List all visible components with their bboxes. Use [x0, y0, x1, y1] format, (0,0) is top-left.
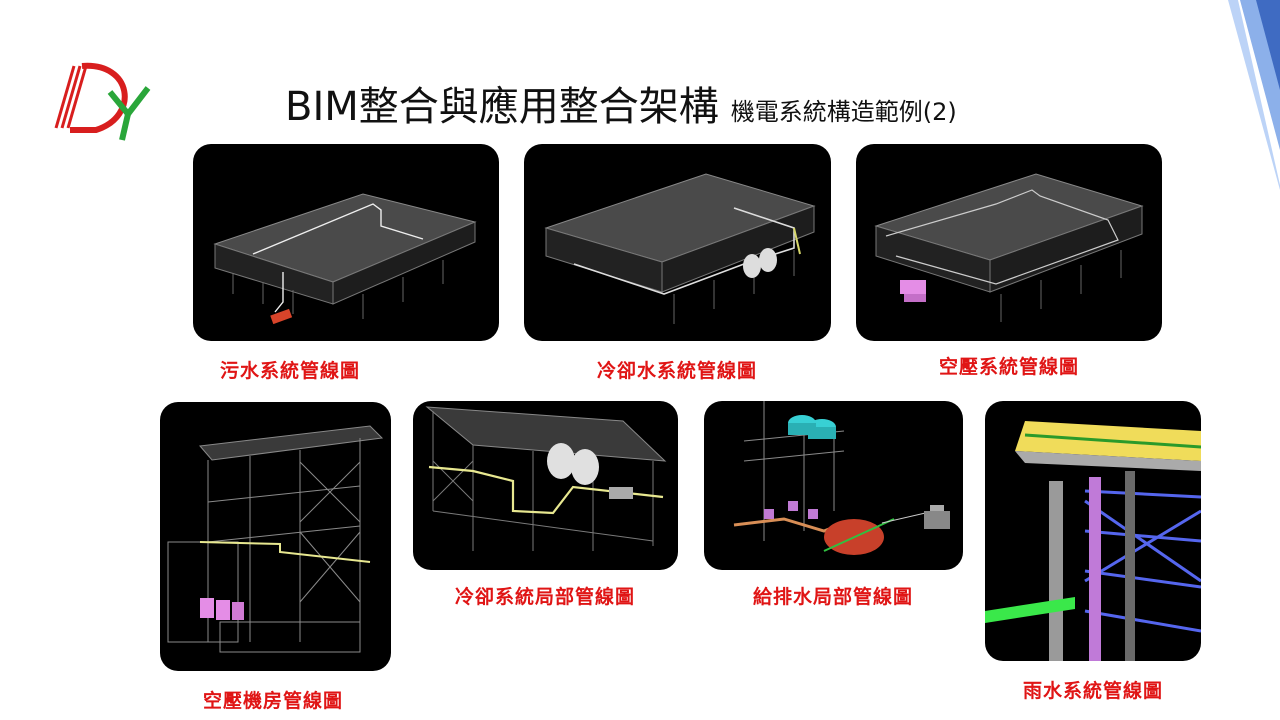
caption-compressor-room: 空壓機房管線圖 [202, 690, 343, 712]
caption-compressed-air: 空壓系統管線圖 [938, 356, 1079, 378]
caption-cooling-local: 冷卻系統局部管線圖 [454, 586, 635, 608]
cooling-local-piping-image [413, 401, 678, 570]
title-subtitle: 機電系統構造範例(2) [730, 98, 957, 126]
page-title: BIM整合與應用整合架構機電系統構造範例(2) [285, 74, 957, 130]
compressed-air-system-image [856, 144, 1162, 341]
compressor-room-image [160, 402, 391, 671]
dy-logo-icon [54, 62, 151, 141]
corner-stripes-decoration [1228, 0, 1280, 190]
caption-chilled-water: 冷卻水系統管線圖 [596, 360, 757, 382]
caption-sewage: 污水系統管線圖 [219, 360, 360, 382]
rainwater-system-image [985, 401, 1201, 661]
chilled-water-system-image [524, 144, 831, 341]
sewage-system-image [193, 144, 499, 341]
water-supply-drainage-image [704, 401, 963, 570]
caption-rainwater: 雨水系統管線圖 [1022, 680, 1163, 702]
title-main: BIM整合與應用整合架構 [285, 84, 719, 130]
caption-water-supply-drainage: 給排水局部管線圖 [752, 586, 913, 608]
